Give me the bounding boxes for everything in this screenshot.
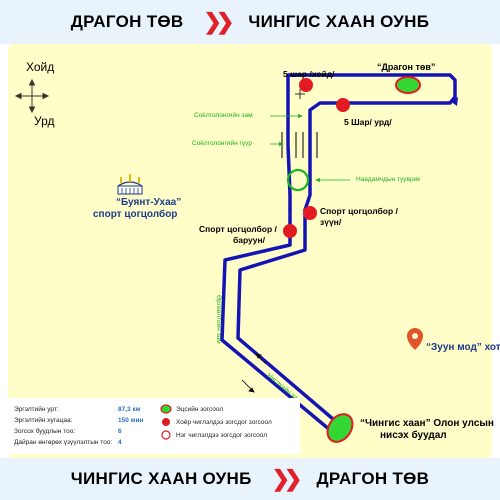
location-pin-icon	[407, 328, 423, 350]
road-naadam: Наадамчдын тууврик	[356, 176, 421, 183]
footer-to: ДРАГОН ТӨВ	[316, 469, 430, 488]
chevron-right-icon: ❯❯	[271, 466, 303, 491]
terminal-dragon	[395, 76, 421, 94]
stop-label-5-north: 5 шар /хойд/	[283, 69, 335, 79]
route-line-east	[236, 208, 342, 427]
compass-north: Хойд	[26, 60, 55, 74]
legend-terminal-icon	[160, 404, 172, 414]
stop-label-airport-1: “Чингис хаан” Олон улсын	[360, 418, 494, 429]
stop-label-5-south: 5 Шар/ урд/	[344, 117, 392, 127]
stop-sport-west	[283, 224, 297, 238]
stop-label-sport-west-2: баруун/	[233, 235, 266, 245]
landmark-stadium-name: “Буянт-Ухаа”	[116, 197, 182, 208]
legend-duration-label: Эргэлтийн хугацаа:	[14, 417, 73, 424]
landmark-stadium-sub: спорт цогцолбор	[93, 209, 178, 220]
banner-to: ЧИНГИС ХААН ОУНБ	[248, 12, 430, 31]
stop-label-sport-west-1: Спорт цогцолбор /	[199, 224, 277, 234]
legend-buses-label: Дайран өнгөрөх үзүүлэлтын тоо:	[14, 439, 113, 446]
road-orchin: Өргөөлтийн зам	[215, 295, 222, 344]
stop-label-sport-east-1: Спорт цогцолбор /	[320, 206, 398, 216]
compass-south: Урд	[34, 114, 55, 128]
legend-stops-label: Зогсох буудлын тоо:	[14, 428, 76, 435]
stop-5-north	[299, 78, 313, 92]
legend-two-way-icon	[162, 418, 170, 426]
top-route-banner: ДРАГОН ТӨВ ❯❯ ЧИНГИС ХААН ОУНБ	[0, 0, 500, 44]
legend-buses-value: 4	[118, 439, 122, 446]
stop-sport-east	[303, 206, 317, 220]
road-soyol-bridge: Соёлголонгийн гүүр	[192, 140, 253, 147]
legend-symbols	[160, 404, 172, 440]
banner-from: ДРАГОН ТӨВ	[70, 12, 184, 31]
legend-two-way-label: Хоёр чиглэлдээ зогсдог зогсоол	[176, 419, 272, 426]
legend-length-label: Эргэлтийн урт:	[14, 406, 59, 413]
map-area	[8, 44, 492, 458]
legend-one-way-label: Нэг чиглэлдээ зогсдог зогсоол	[176, 432, 268, 439]
route-legend: Эргэлтийн урт: 87,3 км Эргэлтийн хугацаа…	[8, 398, 300, 454]
legend-terminal-label: Эцсийн зогсоол	[176, 406, 224, 413]
stop-label-sport-east-2: зүүн/	[320, 217, 342, 227]
legend-length-value: 87,3 км	[118, 406, 141, 413]
legend-one-way-icon	[161, 430, 171, 440]
footer-from: ЧИНГИС ХААН ОУНБ	[70, 469, 252, 488]
legend-stops-value: 6	[118, 428, 122, 435]
bottom-route-banner: ЧИНГИС ХААН ОУНБ ❯❯ ДРАГОН ТӨВ	[0, 458, 500, 500]
terminal-airport	[326, 413, 354, 443]
compass-icon	[14, 78, 50, 114]
stop-5-south	[336, 98, 350, 112]
stop-label-airport-2: нисэх буудал	[380, 430, 447, 441]
route-line-top	[286, 73, 457, 212]
stop-label-dragon: “Драгон төв”	[377, 62, 436, 72]
landmark-city: “Зуун мод” хот	[426, 342, 500, 353]
junction-icon	[295, 89, 305, 99]
roundabout-icon	[286, 168, 310, 192]
road-soyol: Соёлголонгийн зам	[194, 112, 253, 119]
legend-duration-value: 150 мин	[118, 417, 144, 424]
stadium-icon	[117, 174, 143, 195]
